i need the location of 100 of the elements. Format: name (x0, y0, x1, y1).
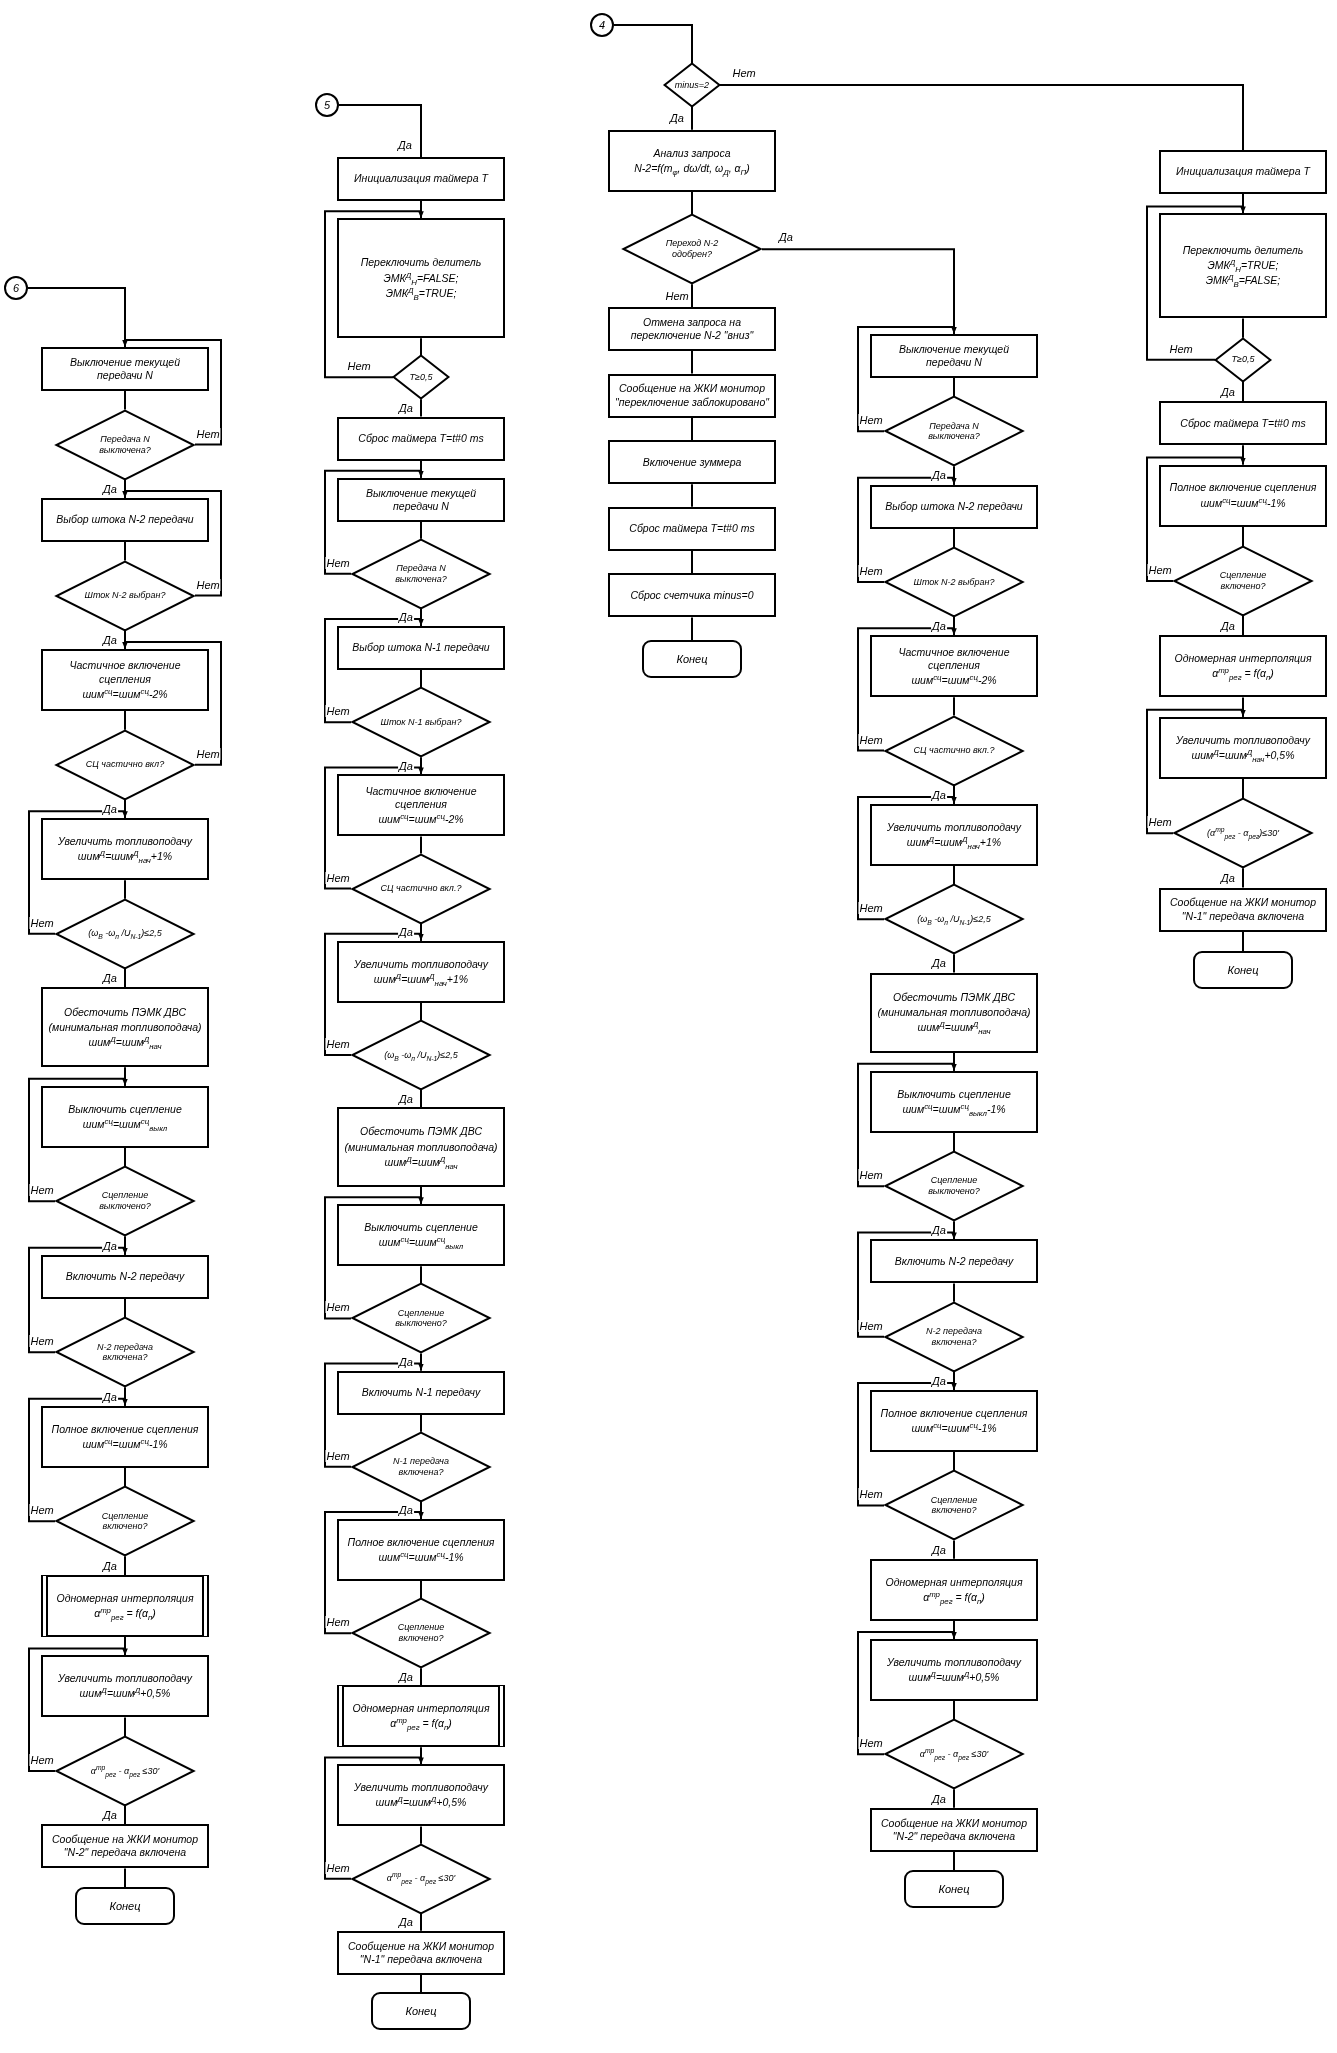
subroutine-box (41, 1574, 209, 1637)
edge-label: Да (931, 1543, 947, 1556)
decision-diamond (351, 853, 491, 924)
edge-label: Да (398, 759, 414, 772)
process-box (337, 1370, 505, 1415)
connector-number: 6 (12, 282, 20, 294)
condition-text: minus=2 (674, 79, 710, 91)
loop-arrow (28, 1397, 128, 1523)
process-box (337, 157, 505, 201)
decision-diamond (884, 1470, 1024, 1541)
process-box (41, 347, 209, 391)
decision-diamond (1215, 337, 1271, 382)
decision-diamond (55, 1166, 195, 1237)
edge-label: Нет (29, 1184, 55, 1197)
connector-circle (315, 93, 339, 117)
condition-text: (ω$_{В}$ -ω$_{п}$ /U$_{N-1}$)≤2,5 (917, 913, 991, 925)
edge-label: Нет (664, 289, 690, 302)
decision-diamond (884, 396, 1024, 467)
flow-line (1242, 615, 1244, 637)
process-box (870, 635, 1038, 698)
edge-label: Да (102, 482, 118, 495)
decision-diamond (393, 355, 449, 400)
edge-label: Нет (858, 902, 884, 915)
loop-arrow (122, 490, 222, 597)
process-box (1159, 887, 1327, 932)
step-text: Сообщение на ЖКИ монитор "переключение заблокировано" (615, 382, 769, 409)
flow-line (420, 1413, 422, 1433)
loop-arrow (324, 1196, 424, 1320)
edge-label: Да (398, 1092, 414, 1105)
step-text: Обесточить ПЭМК ДВС (64, 1005, 186, 1019)
step-text: Сброс счетчика minus=0 (630, 588, 754, 602)
end-text: Конец (938, 1883, 970, 1895)
process-box (608, 373, 776, 418)
process-box (870, 972, 1038, 1053)
flow-line (420, 669, 422, 689)
process-box (337, 1518, 505, 1581)
loop-arrow (1146, 205, 1246, 361)
step-text: ЭМК$^{Д}$$_{Н}$=FALSE; (383, 271, 459, 285)
process-box (870, 1070, 1038, 1133)
step-text: Сброс таймера T=t#0 ms (1180, 416, 1306, 430)
step-text: шим$^{Д}$=шим$^{Д}$+0,5% (908, 1671, 1000, 1685)
flow-line (953, 864, 955, 886)
edge-label: Нет (195, 747, 221, 760)
condition-text: α$^{тр}$$_{рег}$ - α$_{рег}$ ≤30' (386, 1873, 456, 1885)
process-box (1159, 716, 1327, 779)
step-text: Отмена запроса на переключение N-2 "вниз" (629, 315, 755, 342)
condition-text: N-1 передача включена? (392, 1456, 450, 1478)
flow-line (420, 1667, 422, 1687)
flow-line (420, 1912, 422, 1932)
condition-text: Шток N-2 выбран? (84, 590, 166, 601)
decision-diamond (884, 1151, 1024, 1222)
step-text: Обесточить ПЭМК ДВС (360, 1125, 482, 1139)
loop-arrow (122, 339, 222, 446)
step-text: (минимальная топливоподача) (877, 1005, 1031, 1020)
flow-line (953, 377, 955, 398)
edge-label: Нет (325, 871, 351, 884)
process-box (1159, 464, 1327, 527)
step-text: Одномерная интерполяция (56, 1591, 194, 1605)
edge-label: Нет (29, 1335, 55, 1348)
terminator-box (642, 640, 742, 678)
step-text: шим$^{сц}$=шим$^{сц}$-2% (911, 673, 997, 687)
connector-number: 5 (323, 99, 331, 111)
edge-label: Нет (1147, 564, 1173, 576)
process-box (337, 218, 505, 339)
loop-arrow (324, 210, 424, 379)
step-text: Увеличить топливоподачу (58, 835, 192, 849)
condition-text: СЦ частично вкл.? (913, 745, 995, 756)
condition-text: T≥0,5 (1231, 354, 1255, 366)
step-text: Выбор штока N-1 передачи (352, 641, 490, 655)
flow-line (124, 541, 126, 562)
loop-arrow (324, 469, 424, 575)
step-text: ЭМК$^{Д}$$_{В}$=FALSE; (1205, 274, 1281, 288)
decision-diamond (884, 1301, 1024, 1372)
flow-line (953, 953, 955, 974)
flow-line (1242, 317, 1244, 339)
process-box (1159, 213, 1327, 319)
decision-diamond (351, 1431, 491, 1502)
flow-line (420, 1579, 422, 1600)
step-text: Выключение текущей передачи N (364, 486, 478, 513)
edge-label: Да (398, 611, 414, 624)
step-text: Выключение текущей передачи N (897, 342, 1011, 370)
condition-text: Передача N выключена? (98, 433, 152, 456)
loop-arrow (1146, 456, 1246, 582)
edge-label: Да (1220, 871, 1236, 884)
decision-diamond (351, 1019, 491, 1090)
edge-label: Да (931, 1792, 947, 1805)
step-text: Анализ запроса (653, 146, 731, 160)
step-text: шим$^{Д}$=шим$^{Д}$$_{нач}$+1% (373, 972, 469, 986)
flow-line (420, 337, 422, 357)
process-box (41, 1085, 209, 1148)
process-box (41, 649, 209, 712)
step-text: Одномерная интерполяция (352, 1702, 490, 1716)
condition-text: Сцепление включено? (396, 1622, 446, 1644)
step-text: (минимальная топливоподача) (344, 1140, 498, 1154)
process-box (870, 1239, 1038, 1284)
connector-circle (4, 276, 28, 300)
edge-label: Да (931, 469, 947, 482)
condition-text: Сцепление включено? (1218, 570, 1268, 592)
flow-line (691, 549, 693, 575)
flow-line (953, 1131, 955, 1153)
